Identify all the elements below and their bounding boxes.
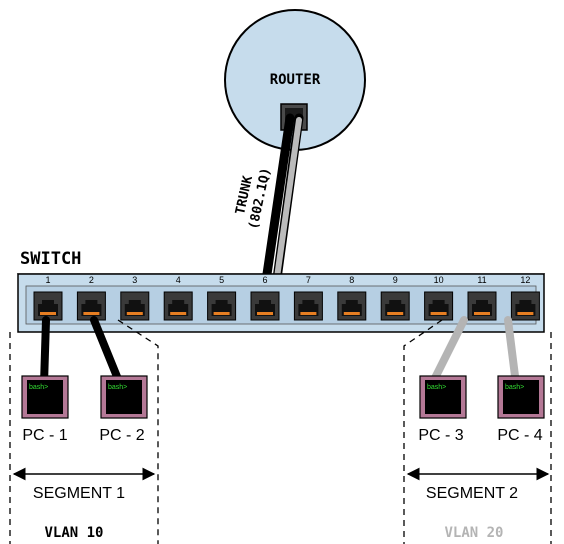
switch-port-number: 5	[219, 275, 224, 285]
pc-1-prompt: bash>	[29, 384, 48, 391]
switch-port-number: 2	[89, 275, 94, 285]
switch-port-number: 12	[520, 275, 530, 285]
switch-port-number: 8	[349, 275, 354, 285]
switch-port: 4	[163, 275, 193, 321]
switch-port-pins	[300, 312, 317, 315]
switch-port: 9	[380, 275, 410, 321]
pc-2-prompt: bash>	[108, 384, 127, 391]
cable-pc1	[40, 316, 50, 388]
cable-pc2	[90, 316, 124, 388]
pc-3: bash> PC - 3	[418, 375, 467, 444]
switch-port-pins	[126, 312, 143, 315]
trunk-label: TRUNK (802.1Q)	[233, 166, 274, 230]
switch-port-number: 11	[477, 275, 486, 285]
pc-4: bash> PC - 4	[497, 375, 545, 444]
pc-1: bash> PC - 1	[21, 375, 69, 444]
switch-port: 11	[467, 275, 497, 321]
switch-port-number: 10	[434, 275, 444, 285]
switch-port-number: 4	[176, 275, 181, 285]
pc-4-screen	[503, 380, 539, 414]
pc-3-label: PC - 3	[418, 427, 463, 444]
switch-port-pins	[170, 312, 187, 315]
switch-port-pins	[257, 312, 273, 315]
cable-pc3	[428, 316, 468, 388]
segment-2-label: SEGMENT 2	[426, 485, 518, 502]
switch-port-pins	[213, 312, 230, 315]
switch-port: 12	[510, 275, 540, 321]
switch-port-number: 6	[262, 275, 267, 285]
switch-port-pins	[517, 312, 534, 315]
pc-3-screen	[425, 380, 461, 414]
segment-2-boundary	[403, 319, 552, 544]
switch-port: 6	[250, 275, 280, 321]
switch-port: 5	[207, 275, 237, 321]
switch-port-pins	[474, 312, 490, 315]
switch-port: 10	[424, 275, 454, 321]
switch-port: 3	[120, 275, 150, 321]
switch-port: 8	[337, 275, 367, 321]
pc-1-screen	[27, 380, 63, 414]
switch-label: SWITCH	[20, 249, 81, 269]
switch-port: 1	[33, 275, 63, 321]
switch-port-number: 1	[45, 275, 50, 285]
switch-port-pins	[343, 312, 360, 315]
switch-port-pins	[430, 312, 447, 315]
switch-port-number: 9	[393, 275, 398, 285]
switch-port-number: 7	[306, 275, 311, 285]
pc-3-prompt: bash>	[427, 384, 446, 391]
pc-cables	[40, 316, 520, 388]
switch-port: 7	[293, 275, 323, 321]
pc-4-label: PC - 4	[497, 427, 542, 444]
switch-port-pins	[40, 312, 56, 315]
router-label: ROUTER	[270, 72, 321, 88]
pc-4-prompt: bash>	[505, 384, 524, 391]
pc-1-label: PC - 1	[22, 427, 67, 444]
vlan-20-label: VLAN 20	[444, 525, 503, 541]
segment-1-label: SEGMENT 1	[33, 485, 125, 502]
switch-port-pins	[83, 312, 100, 315]
pc-2-label: PC - 2	[99, 427, 144, 444]
cable-pc4	[504, 316, 520, 388]
segment-1-boundary	[9, 319, 159, 544]
pc-2: bash> PC - 2	[99, 375, 148, 444]
switch-port-number: 3	[132, 275, 137, 285]
pc-2-screen	[106, 380, 142, 414]
switch-port-pins	[387, 312, 404, 315]
switch-port: 2	[76, 275, 106, 321]
vlan-10-label: VLAN 10	[44, 525, 103, 541]
